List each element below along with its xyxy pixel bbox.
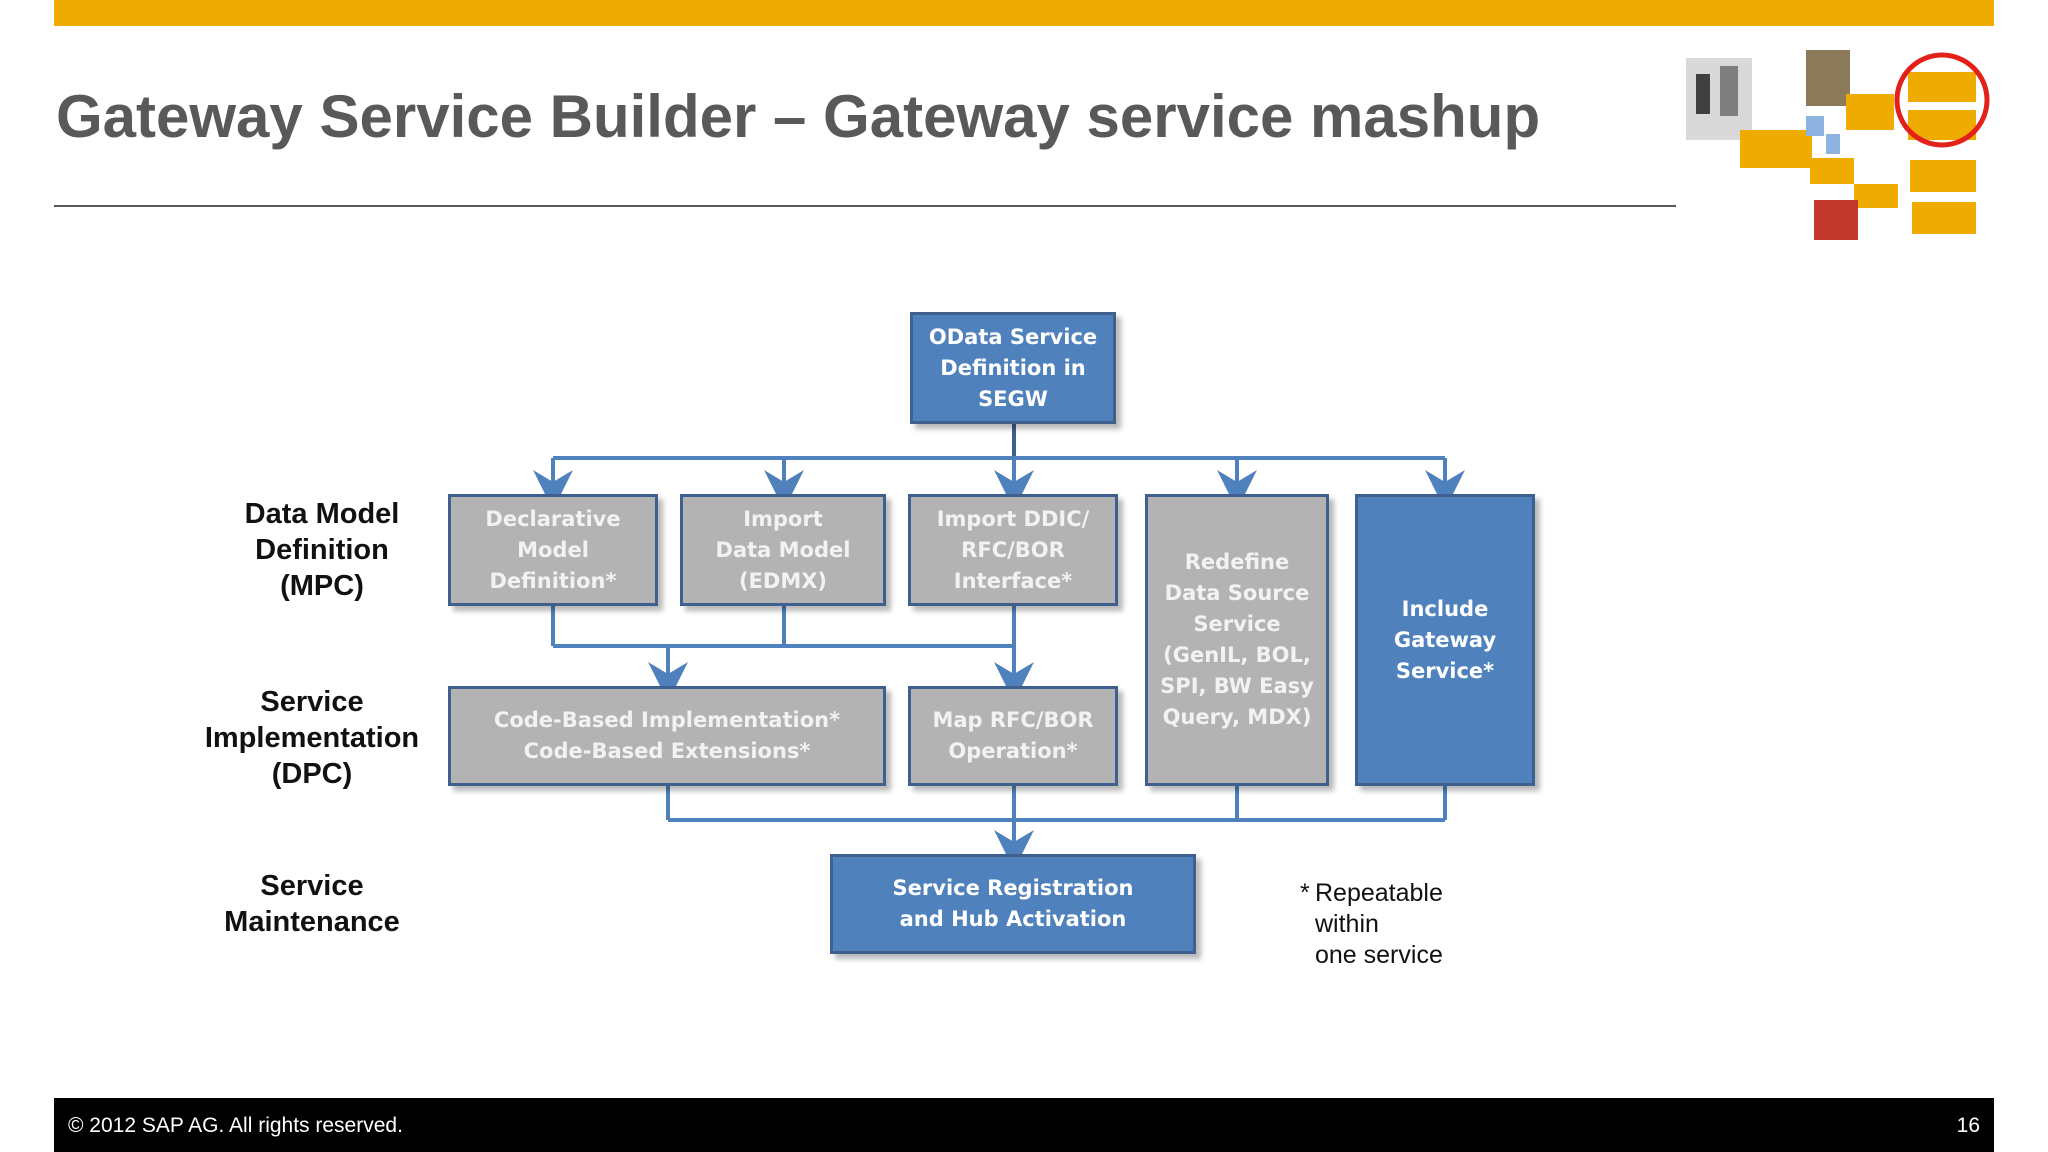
photo-presenter-icon: [1814, 200, 1858, 240]
redefine-data-source-service-box: Redefine Data Source Service (GenIL, BOL…: [1145, 494, 1329, 786]
footer-copyright: © 2012 SAP AG. All rights reserved.: [68, 1114, 403, 1137]
code-based-implementation-box: Code-Based Implementation* Code-Based Ex…: [448, 686, 886, 786]
top-accent-bar: [54, 0, 1994, 26]
highlight-circle-icon: [1894, 52, 1990, 148]
import-data-model-box: Import Data Model (EDMX): [680, 494, 886, 606]
map-rfc-bor-operation-box: Map RFC/BOR Operation*: [908, 686, 1118, 786]
footnote-asterisk: *: [1300, 879, 1310, 907]
page-number: 16: [1956, 1114, 1980, 1137]
title-divider: [54, 205, 1678, 207]
repeatable-footnote: * Repeatable within one service: [1300, 878, 1443, 971]
odata-service-definition-box: OData Service Definition in SEGW: [910, 312, 1116, 424]
import-ddic-rfc-bor-box: Import DDIC/ RFC/BOR Interface*: [908, 494, 1118, 606]
service-registration-box: Service Registration and Hub Activation: [830, 854, 1196, 954]
photo-person-icon: [1806, 50, 1850, 106]
include-gateway-service-box: Include Gateway Service*: [1355, 494, 1535, 786]
navigation-thumbnail: [1676, 44, 1998, 254]
footer-bar: © 2012 SAP AG. All rights reserved. 16: [54, 1098, 1994, 1152]
row-label-maintenance: Service Maintenance: [224, 870, 400, 938]
slide-title: Gateway Service Builder – Gateway servic…: [56, 83, 1541, 150]
row-label-dpc: Service Implementation (DPC): [204, 686, 420, 790]
declarative-model-definition-box: Declarative Model Definition*: [448, 494, 658, 606]
row-label-mpc: Data Model Definition (MPC): [244, 498, 400, 602]
footnote-text: Repeatable within one service: [1315, 879, 1443, 969]
